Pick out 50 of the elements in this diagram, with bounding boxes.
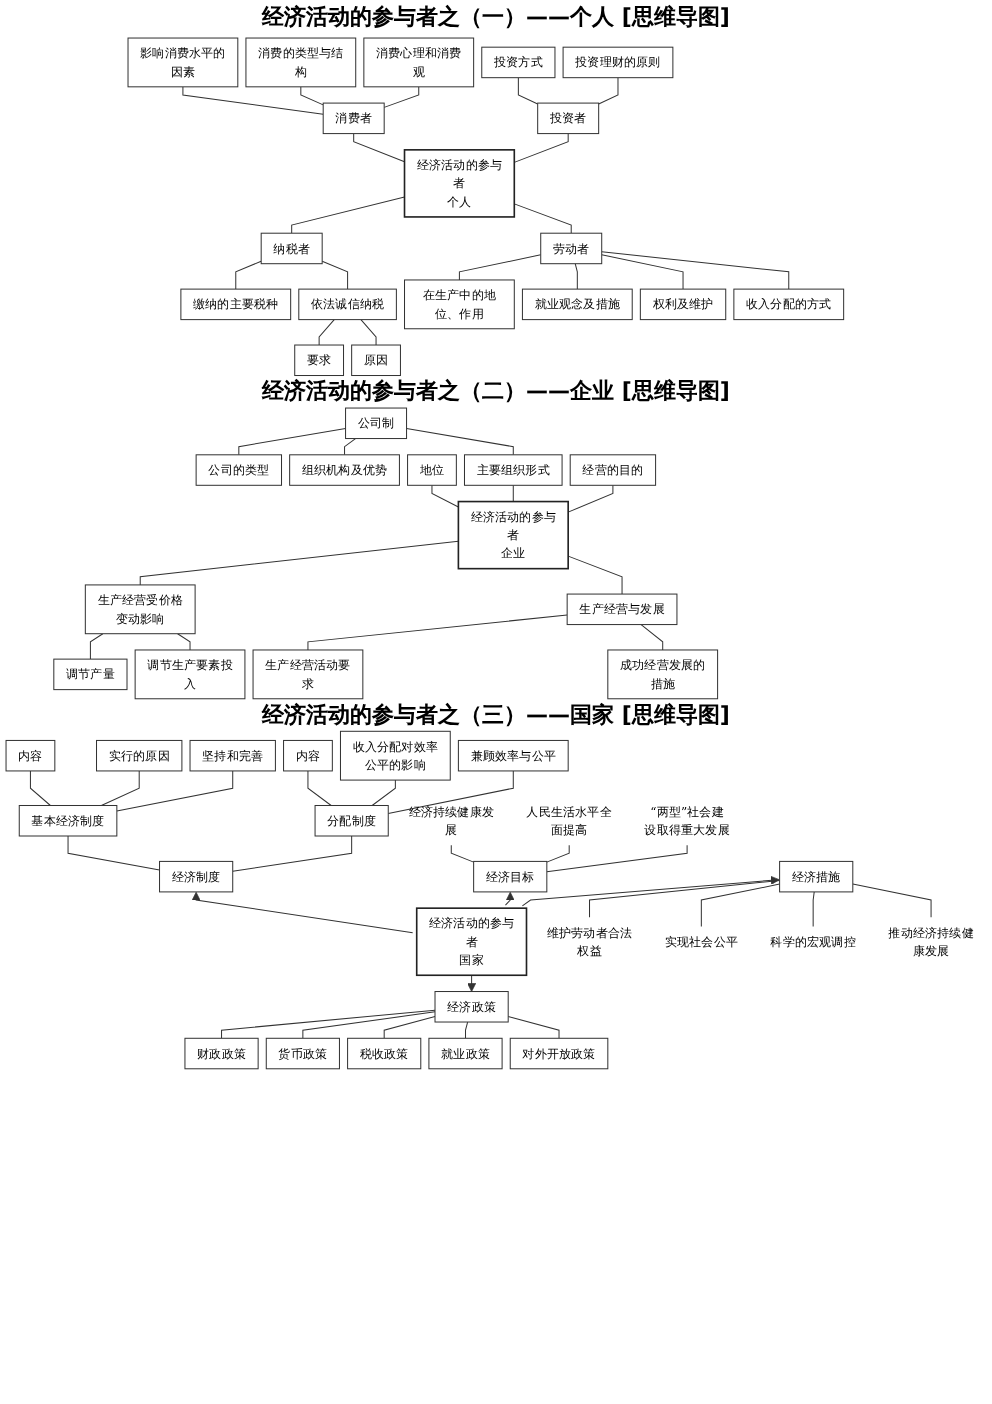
- connector: [465, 1021, 469, 1039]
- connector: [546, 844, 570, 863]
- connector: [100, 770, 140, 806]
- connector: [344, 438, 356, 456]
- connector: [812, 891, 815, 927]
- connector: [589, 879, 781, 918]
- connector: [139, 540, 459, 586]
- section-title: 经济活动的参与者之（二）——企业 [思维导图]: [259, 377, 732, 406]
- connector: [458, 254, 542, 281]
- connector: [700, 883, 781, 927]
- connector: [182, 86, 324, 115]
- connector: [507, 1016, 560, 1039]
- connector: [29, 770, 51, 806]
- connector: [238, 428, 347, 456]
- connector: [67, 835, 161, 871]
- arrow: [521, 875, 780, 907]
- connector: [406, 428, 514, 456]
- connector: [383, 1016, 436, 1039]
- connector: [291, 196, 405, 234]
- connector: [383, 86, 420, 108]
- connector: [371, 779, 396, 806]
- connector: [640, 624, 664, 651]
- connector: [852, 883, 932, 918]
- connector: [300, 86, 324, 106]
- connector: [387, 770, 514, 814]
- connector: [353, 133, 405, 163]
- connector: [360, 319, 377, 346]
- section-title: 经济活动的参与者之（一）——个人 [思维导图]: [259, 4, 732, 32]
- connector: [601, 254, 684, 290]
- arrow: [467, 974, 477, 992]
- connector: [116, 770, 234, 812]
- connector: [450, 844, 475, 863]
- connector: [567, 484, 614, 513]
- connector: [574, 263, 578, 290]
- arrow: [191, 891, 414, 934]
- connector: [567, 555, 623, 595]
- connector: [513, 133, 569, 163]
- connector: [307, 614, 568, 651]
- section-title: 经济活动的参与者之（三）——国家 [思维导图]: [259, 701, 732, 730]
- connector: [318, 319, 335, 346]
- arrow: [504, 891, 515, 906]
- connector: [431, 484, 459, 508]
- connector: [221, 1009, 436, 1039]
- connector: [302, 1011, 436, 1039]
- connector: [546, 844, 688, 873]
- connector: [601, 251, 790, 290]
- connector: [307, 770, 332, 806]
- connector: [513, 203, 572, 234]
- connector: [232, 835, 353, 872]
- connector: [177, 633, 191, 651]
